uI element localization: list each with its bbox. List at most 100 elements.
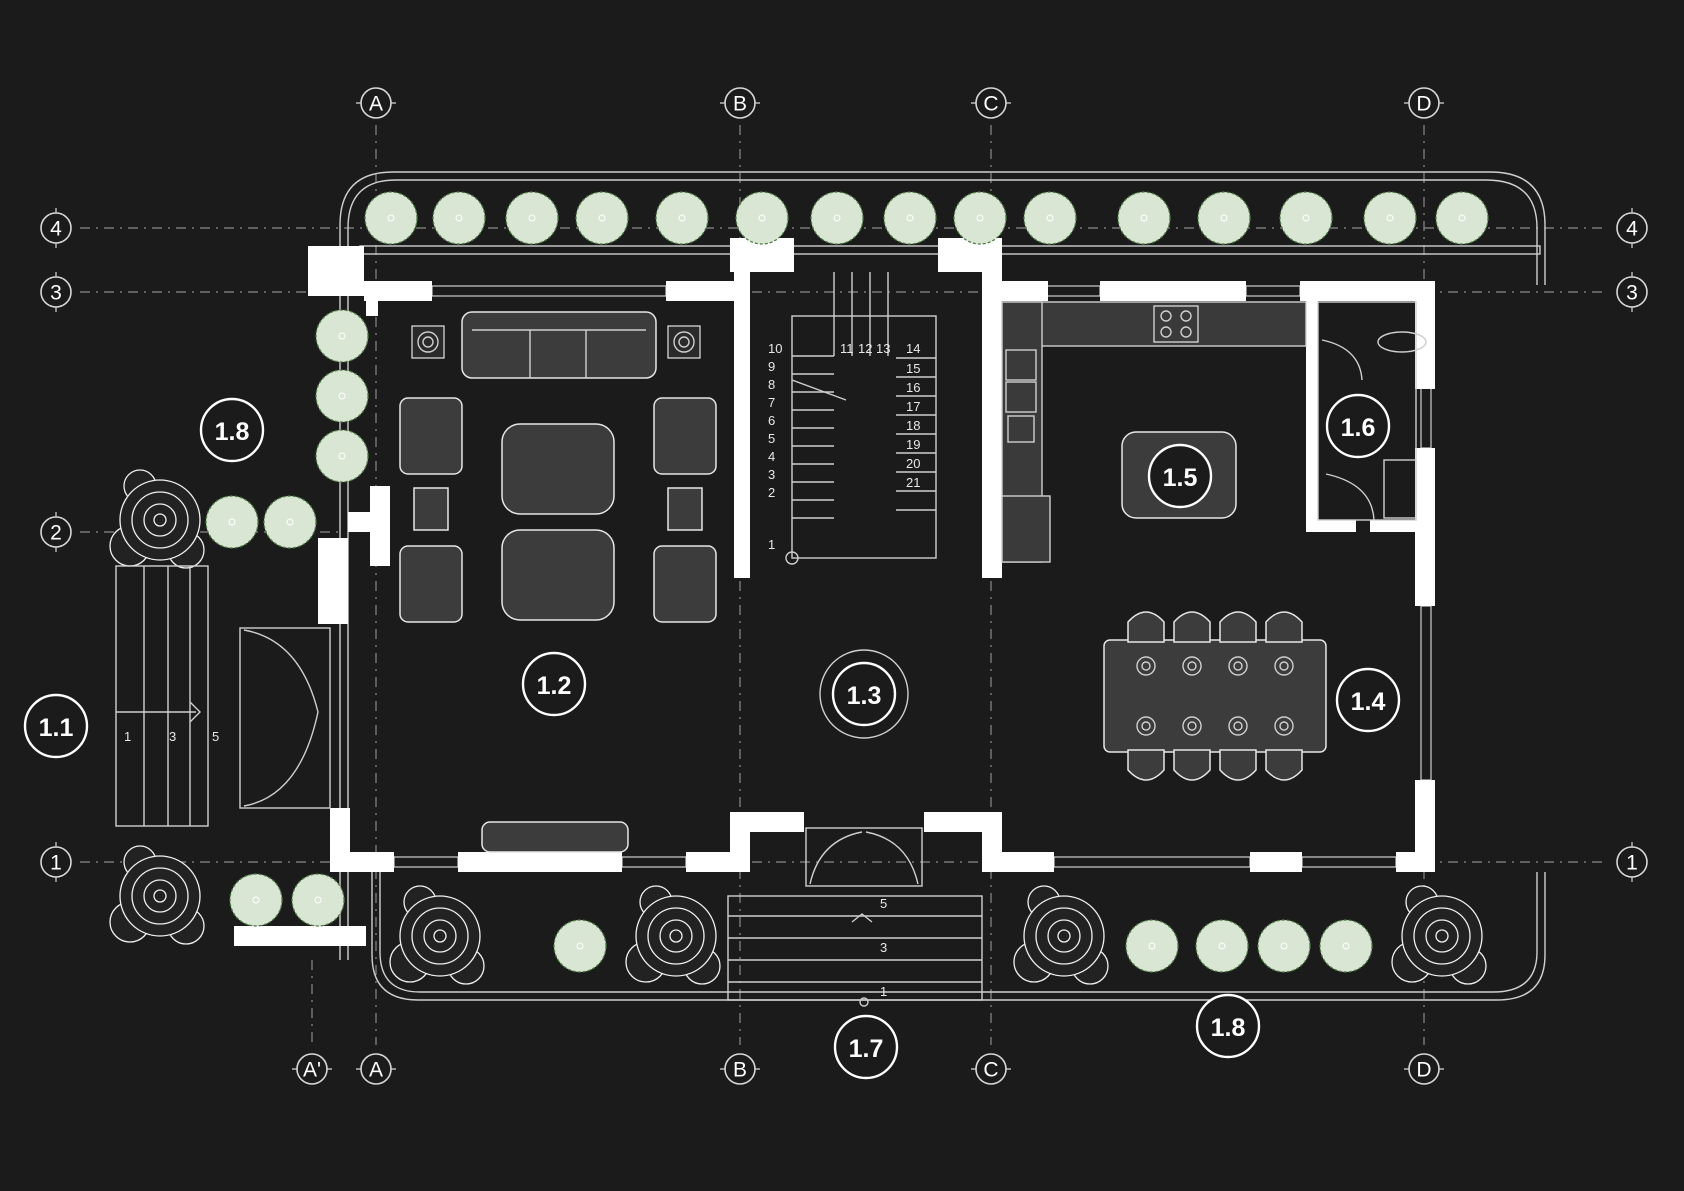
svg-text:1.8: 1.8 (215, 418, 250, 446)
grid-bubble-bottom-D: D (1404, 1053, 1444, 1085)
grid-label: 2 (50, 522, 62, 545)
side-entry-stair: 1 3 5 (115, 565, 331, 827)
tv-console (481, 821, 629, 853)
grid-bubble-bottom-C: C (971, 1053, 1011, 1085)
svg-text:1.1: 1.1 (39, 714, 74, 742)
grid-label: B (733, 1059, 747, 1082)
grid-bubble-left-4: 4 (40, 208, 72, 248)
stair-step: 14 (906, 341, 920, 356)
shrub (109, 469, 205, 569)
grid-bubble-bottom-A: A (356, 1053, 396, 1085)
shrub (109, 845, 205, 945)
grid-bubble-right-4: 4 (1616, 208, 1648, 248)
dining-chair (1265, 749, 1303, 781)
dining-chair (1219, 611, 1257, 643)
armchair (653, 397, 717, 475)
svg-text:1.7: 1.7 (849, 1035, 884, 1063)
tree (263, 495, 317, 549)
grid-label: A (369, 1059, 383, 1082)
tree (1125, 919, 1179, 973)
stair-step: 5 (880, 896, 887, 911)
svg-text:1.2: 1.2 (537, 672, 572, 700)
shrub (625, 885, 721, 985)
stair-step: 19 (906, 437, 920, 452)
stair-step: 8 (768, 377, 775, 392)
end-table (667, 487, 703, 531)
room-tag-1.8-bottom: 1.8 (1195, 993, 1261, 1059)
grid-bubble-top-B: B (720, 87, 760, 119)
place-setting (1228, 656, 1248, 676)
dining-chair (1173, 611, 1211, 643)
grid-bubble-top-C: C (971, 87, 1011, 119)
coffee-table (501, 529, 615, 621)
grid-label: B (733, 93, 747, 116)
room-tag-1.1: 1.1 (23, 693, 89, 759)
stair-step: 6 (768, 413, 775, 428)
tree (953, 191, 1007, 245)
kitchen (1001, 301, 1307, 563)
shrub (1391, 885, 1487, 985)
grid-label: A' (303, 1059, 321, 1082)
place-setting (1182, 656, 1202, 676)
grid-bubble-right-1: 1 (1616, 842, 1648, 882)
grid-label: C (983, 93, 998, 116)
dining-set (1103, 611, 1327, 781)
stair-step: 1 (768, 537, 775, 552)
shrub (389, 885, 485, 985)
grid-label: D (1416, 1059, 1431, 1082)
stair-step: 2 (768, 485, 775, 500)
room-tag-1.2: 1.2 (521, 651, 587, 717)
wc (1317, 301, 1427, 521)
stair-step: 3 (880, 940, 887, 955)
stair-step: 9 (768, 359, 775, 374)
armchair (399, 545, 463, 623)
grid-label: D (1416, 93, 1431, 116)
tree (883, 191, 937, 245)
trees (205, 191, 1489, 973)
stair-step: 11 (840, 341, 854, 356)
dining-chair (1173, 749, 1211, 781)
grid-label: C (983, 1059, 998, 1082)
grid-bubble-left-3: 3 (40, 272, 72, 312)
basin (1383, 459, 1417, 519)
tree (505, 191, 559, 245)
room-tag-1.6: 1.6 (1325, 393, 1391, 459)
shrub (1013, 885, 1109, 985)
place-setting (1274, 656, 1294, 676)
tree (1197, 191, 1251, 245)
tree (553, 919, 607, 973)
svg-text:1.6: 1.6 (1341, 414, 1376, 442)
stair-step: 16 (906, 380, 920, 395)
stair-step: 5 (768, 431, 775, 446)
tree (291, 873, 345, 927)
stair-step: 3 (768, 467, 775, 482)
svg-text:1.5: 1.5 (1163, 464, 1198, 492)
tree (315, 309, 369, 363)
tree (575, 191, 629, 245)
coffee-table (501, 423, 615, 515)
stair-step: 15 (906, 361, 920, 376)
place-setting (1182, 716, 1202, 736)
dining-chair (1127, 749, 1165, 781)
toilet (1377, 331, 1427, 353)
place-setting (1136, 716, 1156, 736)
tree (655, 191, 709, 245)
sink (1005, 349, 1037, 381)
tree (1279, 191, 1333, 245)
cooktop (1153, 305, 1199, 343)
grid-bubble-left-1: 1 (40, 842, 72, 882)
grid-label: 1 (50, 852, 62, 875)
room-tag-1.5: 1.5 (1147, 443, 1213, 509)
side-table (411, 325, 445, 359)
tree (315, 369, 369, 423)
sofa (461, 311, 657, 379)
tree (1195, 919, 1249, 973)
stair-step: 13 (876, 341, 890, 356)
room-tag-1.8-left: 1.8 (199, 397, 265, 463)
tree (1023, 191, 1077, 245)
end-table (413, 487, 449, 531)
walls (234, 238, 1435, 946)
stair-step: 5 (212, 729, 219, 744)
